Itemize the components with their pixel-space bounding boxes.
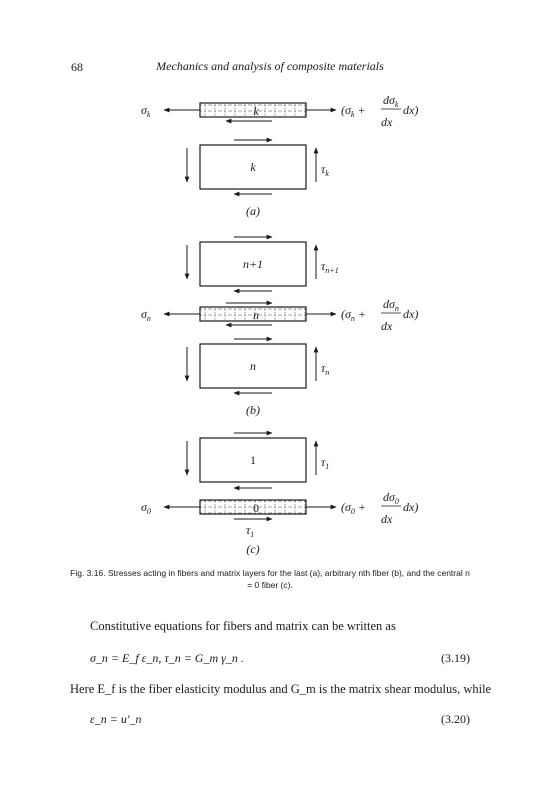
- svg-text:(σk +: (σk +: [341, 103, 366, 119]
- sigma-0-right-expression: (σ0 + dσ0 dx dx): [341, 490, 418, 526]
- matrix-layer-n-plus-1: [199, 241, 307, 287]
- svg-text:(σ0 +: (σ0 +: [341, 500, 366, 516]
- fiber-strip-0: 0: [199, 499, 307, 515]
- matrix-k-label: k: [250, 160, 256, 174]
- panel-a-tag: (a): [246, 204, 260, 218]
- fiber-strip-n: n: [199, 306, 307, 322]
- matrix-layer-k: [199, 144, 307, 190]
- panel-a: k σk (σk + dσk dx dx) k τk (a): [141, 93, 418, 218]
- svg-text:0: 0: [253, 501, 259, 515]
- panel-c: 1 τ1 0 σ0 (σ0 + dσ0 dx dx) τ1 (c): [141, 430, 418, 556]
- svg-text:dx): dx): [403, 307, 418, 321]
- tau-k-label: τk: [321, 162, 329, 178]
- tau-n-plus-1-label: τn+1: [321, 259, 339, 275]
- matrix-layer-1: [199, 437, 307, 483]
- svg-text:dσ0: dσ0: [383, 490, 399, 506]
- svg-text:(σn +: (σn +: [341, 307, 366, 323]
- figure-caption: Fig. 3.16. Stresses acting in fibers and…: [70, 568, 470, 590]
- paragraph-1: Constitutive equations for fibers and ma…: [90, 619, 396, 633]
- panel-b-tag: (b): [246, 403, 260, 417]
- tau-1-label: τ1: [321, 455, 329, 471]
- svg-text:dx: dx: [381, 115, 393, 129]
- running-title: Mechanics and analysis of composite mate…: [156, 59, 384, 73]
- matrix-layer-n: [199, 343, 307, 389]
- matrix-n-plus-1-label: n+1: [243, 257, 263, 271]
- page-number: 68: [71, 60, 83, 74]
- matrix-n-label: n: [250, 359, 256, 373]
- equation-3-20: ε_n = u′_n: [90, 712, 142, 726]
- paragraph-2: Here E_f is the fiber elasticity modulus…: [70, 682, 492, 696]
- sigma-k-right-expression: (σk + dσk dx dx): [341, 93, 418, 129]
- equation-3-19-number: (3.19): [441, 651, 470, 665]
- sigma-0-left-label: σ0: [141, 500, 151, 516]
- svg-text:dx): dx): [403, 500, 418, 514]
- tau-n-label: τn: [321, 361, 329, 377]
- sigma-n-right-expression: (σn + dσn dx dx): [341, 297, 418, 333]
- equation-3-19: σ_n = E_f ε_n, τ_n = G_m γ_n .: [90, 651, 244, 665]
- svg-text:k: k: [253, 104, 259, 118]
- svg-text:dσk: dσk: [383, 93, 399, 109]
- panel-b: n+1 τn+1 n σn (σn + dσn dx dx) n τn (b): [141, 234, 418, 417]
- sigma-n-left-label: σn: [141, 307, 151, 323]
- svg-text:dx: dx: [381, 512, 393, 526]
- svg-text:dx): dx): [403, 103, 418, 117]
- svg-text:dx: dx: [381, 319, 393, 333]
- svg-text:dσn: dσn: [383, 297, 399, 313]
- fiber-strip-k: k: [199, 102, 307, 118]
- stress-diagram-figure: k σk (σk + dσk dx dx) k τk (a) n+1 τn+1: [141, 93, 418, 556]
- equation-3-20-number: (3.20): [441, 712, 470, 726]
- svg-text:n: n: [253, 308, 259, 322]
- tau-1-bottom-label: τ1: [246, 523, 254, 539]
- matrix-1-label: 1: [250, 453, 256, 467]
- panel-c-tag: (c): [246, 542, 259, 556]
- sigma-k-left-label: σk: [141, 103, 151, 119]
